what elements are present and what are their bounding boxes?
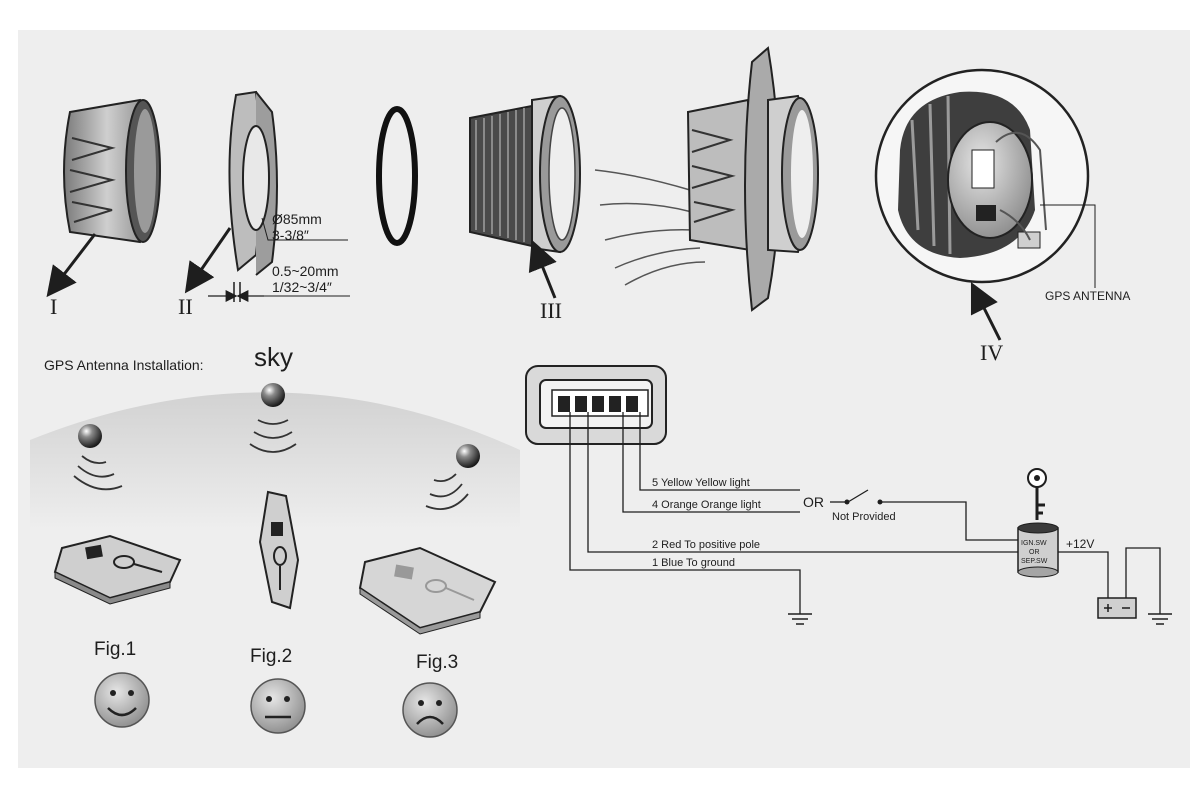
wire-1-label: 1 Blue To ground [652, 557, 735, 569]
wire-switch-out [882, 501, 1018, 541]
connector-pin-3 [592, 396, 604, 412]
connector-pin-5 [626, 396, 638, 412]
sky-label: sky [254, 342, 293, 372]
antenna-board-tilted [358, 546, 497, 635]
arrow-part-3 [528, 239, 557, 299]
fig3-label: Fig.3 [416, 652, 458, 673]
ign-switch-line2: OR [1029, 549, 1040, 556]
wire-5 [639, 412, 800, 491]
part-gauge-back-detail [874, 68, 1090, 284]
part-label-4: IV [980, 340, 1003, 365]
fig2-label: Fig.2 [250, 646, 292, 667]
part-mounting-plate [228, 90, 278, 276]
arrow-part-1 [46, 233, 97, 298]
sad-face-icon [402, 682, 458, 738]
label-sticker [971, 149, 995, 189]
ign-switch-line3: SEP.SW [1021, 558, 1048, 565]
or-label: OR [803, 494, 824, 510]
ground-symbol-2 [1148, 613, 1172, 625]
wires [569, 412, 1161, 614]
satellite-1 [73, 424, 123, 491]
sky-band [30, 392, 520, 530]
arrow-part-2 [184, 227, 232, 294]
fig1-label: Fig.1 [94, 639, 136, 660]
connector-port [976, 205, 996, 221]
wire-1 [569, 412, 801, 614]
arrow-part-4 [970, 281, 1002, 341]
switch-lever [847, 489, 869, 503]
ground-symbol-1 [788, 613, 812, 625]
part-threaded-nut [469, 94, 581, 254]
wire-2 [587, 412, 1018, 553]
connector-pin-4 [609, 396, 621, 412]
wire-4 [622, 412, 800, 513]
switch-contact-b [877, 499, 883, 505]
antenna-section-title: GPS Antenna Installation: [44, 357, 204, 373]
part-label-1: I [50, 294, 57, 319]
part-gauge-assembled [594, 46, 819, 312]
ign-switch-line1: IGN.SW [1021, 540, 1047, 547]
antenna-board-horizontal [53, 534, 182, 605]
antenna-board-vertical [258, 490, 300, 610]
neutral-face-icon [250, 678, 306, 734]
switch-contact-a [844, 499, 850, 505]
part-bezel [63, 98, 161, 244]
wire-12v [1058, 551, 1109, 598]
ignition-switch [1017, 522, 1059, 578]
satellite-2 [249, 383, 297, 453]
dim-thickness-inch: 1/32~3/4″ [272, 279, 332, 295]
leader-diameter [261, 217, 348, 241]
part-label-3: III [540, 298, 562, 323]
connector-pin-1 [558, 396, 570, 412]
plus-12v-label: +12V [1066, 537, 1094, 551]
dim-thickness: 0.5~20mm [272, 263, 339, 279]
dim-diameter: Ø85mm [272, 211, 322, 227]
not-provided-label: Not Provided [832, 511, 896, 523]
wire-2-label: 2 Red To positive pole [652, 539, 760, 551]
connector-pin-2 [575, 396, 587, 412]
wire-battery-ground [1125, 547, 1161, 614]
gps-antenna-label: GPS ANTENNA [1045, 289, 1130, 303]
dim-diameter-inch: 3-3/8″ [272, 227, 309, 243]
battery-icon [1097, 597, 1137, 619]
wire-5-label: 5 Yellow Yellow light [652, 477, 750, 489]
satellite-3 [425, 444, 480, 510]
part-label-2: II [178, 294, 193, 319]
connector-housing [525, 365, 667, 445]
leader-gps-antenna [1040, 204, 1096, 288]
ignition-key-icon [1027, 468, 1047, 520]
smile-face-icon [94, 672, 150, 728]
part-o-ring [376, 106, 418, 246]
wire-4-label: 4 Orange Orange light [652, 499, 761, 511]
